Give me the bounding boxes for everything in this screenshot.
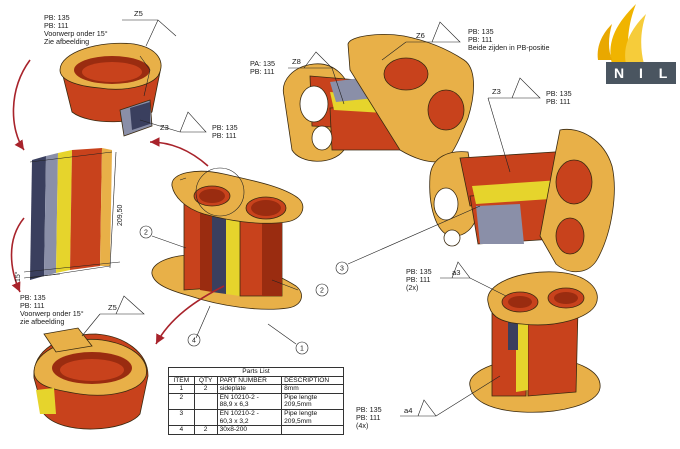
balloon: 2 bbox=[315, 283, 329, 297]
angle-dimension: 15° bbox=[14, 271, 22, 282]
detail-arrows bbox=[10, 59, 225, 345]
balloon-label: 2 bbox=[144, 230, 148, 237]
leader-lines bbox=[81, 19, 541, 417]
table-row: 4 2 30x8-200 bbox=[168, 425, 344, 435]
balloon: 2 bbox=[139, 225, 153, 239]
detail-z5-top bbox=[59, 42, 162, 137]
svg-text:Z5: Z5 bbox=[108, 303, 117, 312]
svg-text:Z6: Z6 bbox=[416, 31, 425, 40]
logo-letter: N bbox=[613, 65, 625, 81]
parts-list-table: Parts List ITEM QTY PART NUMBER DESCRIPT… bbox=[168, 367, 344, 435]
svg-text:Z8: Z8 bbox=[292, 57, 301, 66]
logo-letter: L bbox=[658, 65, 668, 81]
svg-text:Z5: Z5 bbox=[134, 9, 143, 18]
balloon-label: 4 bbox=[192, 338, 196, 345]
parts-list-header: ITEM QTY PART NUMBER DESCRIPTION bbox=[168, 375, 344, 386]
logo-flame-icon bbox=[597, 4, 646, 64]
svg-text:a4: a4 bbox=[404, 406, 412, 415]
table-row: 1 2 sideplate 8mm bbox=[168, 384, 344, 394]
parts-list-title: Parts List bbox=[168, 367, 344, 377]
balloon: 1 bbox=[295, 341, 309, 355]
balloon-label: 3 bbox=[340, 266, 344, 273]
main-assembly bbox=[151, 167, 304, 310]
front-view bbox=[23, 148, 121, 280]
balloon-label: 1 bbox=[300, 346, 304, 353]
svg-text:Z3: Z3 bbox=[492, 87, 501, 96]
balloon-label: 2 bbox=[320, 288, 324, 295]
nil-logo: N I L bbox=[606, 62, 676, 84]
mid-right-assembly bbox=[429, 128, 615, 272]
height-dimension: 209,50 bbox=[117, 204, 124, 226]
svg-text:a3: a3 bbox=[452, 268, 460, 277]
logo-letter: I bbox=[639, 65, 643, 81]
bottom-right-assembly bbox=[469, 271, 601, 413]
top-right-assembly bbox=[282, 34, 474, 163]
detail-z5-bottom bbox=[33, 327, 149, 430]
balloon: 4 bbox=[187, 333, 201, 347]
balloon: 3 bbox=[335, 261, 349, 275]
svg-text:Z3: Z3 bbox=[160, 123, 169, 132]
